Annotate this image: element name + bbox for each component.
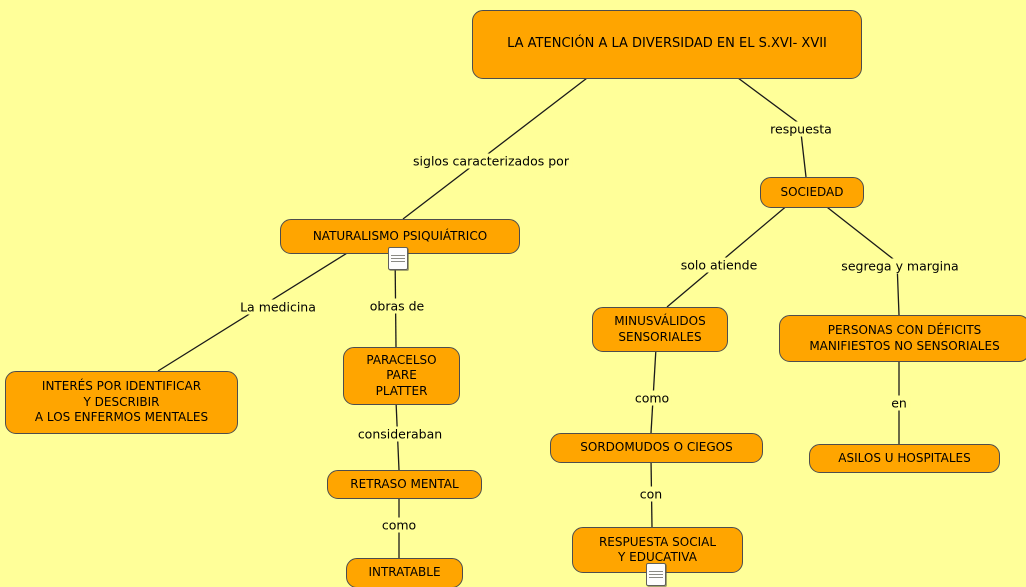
node-interes-identificar[interactable]: INTERÉS POR IDENTIFICAR Y DESCRIBIR A LO… [5, 371, 238, 434]
connector-sociedad-minusvalidos [666, 203, 790, 308]
link-label-solo-atiende[interactable]: solo atiende [677, 257, 761, 273]
resource-attachment-icon[interactable] [646, 563, 666, 586]
link-label-como-sensorial[interactable]: como [631, 390, 673, 406]
node-personas-deficits-no-sensoriales[interactable]: PERSONAS CON DÉFICITS MANIFIESTOS NO SEN… [779, 315, 1026, 362]
link-label-segrega-y-margina[interactable]: segrega y margina [838, 258, 962, 274]
link-label-respuesta[interactable]: respuesta [767, 121, 835, 137]
node-paracelso-pare-platter[interactable]: PARACELSO PARE PLATTER [343, 347, 460, 405]
node-retraso-mental[interactable]: RETRASO MENTAL [327, 470, 482, 499]
link-label-con[interactable]: con [636, 486, 666, 502]
link-label-en[interactable]: en [888, 395, 910, 411]
link-label-la-medicina[interactable]: La medicina [237, 299, 319, 315]
node-intratable[interactable]: INTRATABLE [346, 558, 463, 587]
node-respuesta-social-educativa[interactable]: RESPUESTA SOCIAL Y EDUCATIVA [572, 527, 743, 573]
node-sociedad[interactable]: SOCIEDAD [760, 177, 864, 208]
node-minusvalidos-sensoriales[interactable]: MINUSVÁLIDOS SENSORIALES [592, 307, 728, 352]
connector-title-naturalismo [402, 74, 592, 220]
link-label-siglos-caracterizados-por[interactable]: siglos caracterizados por [410, 153, 572, 169]
link-label-consideraban[interactable]: consideraban [354, 426, 446, 442]
link-label-como-mental[interactable]: como [378, 517, 420, 533]
node-asilos-u-hospitales[interactable]: ASILOS U HOSPITALES [809, 444, 1000, 473]
link-label-obras-de[interactable]: obras de [366, 298, 428, 314]
node-sordomudos-o-ciegos[interactable]: SORDOMUDOS O CIEGOS [550, 433, 763, 463]
node-title[interactable]: LA ATENCIÓN A LA DIVERSIDAD EN EL S.XVI-… [472, 10, 862, 79]
resource-attachment-icon[interactable] [388, 247, 408, 270]
